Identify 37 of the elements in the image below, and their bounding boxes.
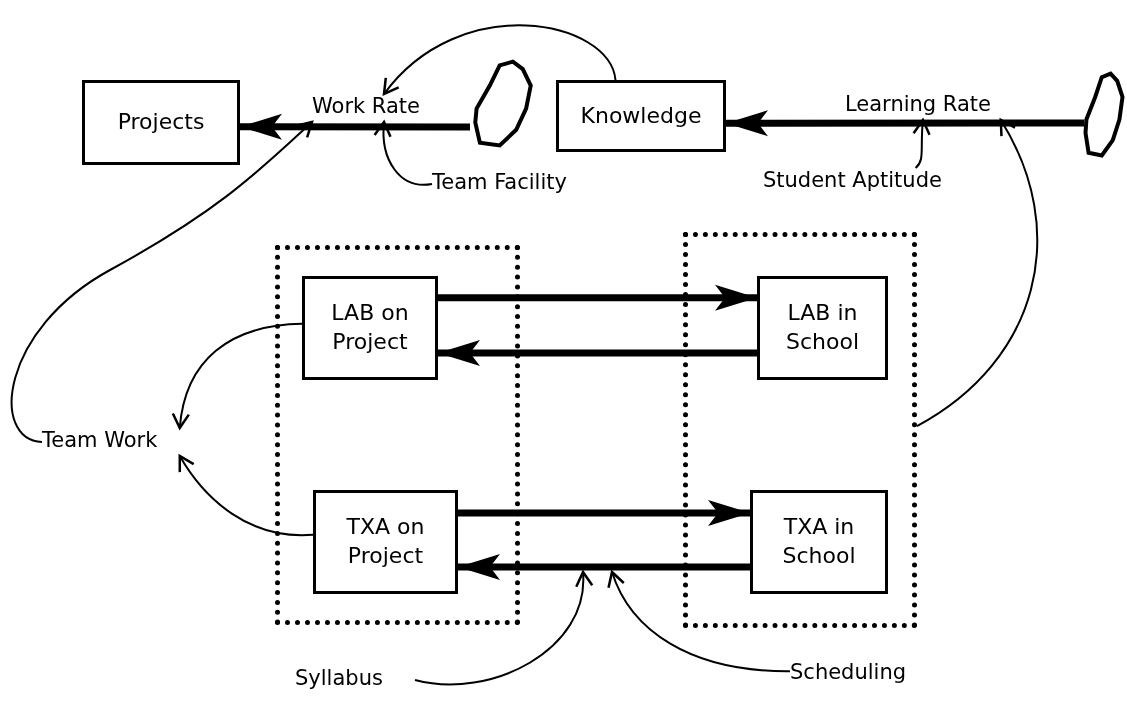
stock-box: [302, 276, 438, 380]
cloud-source: [470, 58, 536, 150]
box-label: TXA in School: [781, 513, 857, 570]
stock-box: [556, 80, 726, 152]
influence-arrow: [414, 570, 592, 686]
cloud-source: [1082, 70, 1126, 160]
flow-arrow: [726, 110, 1085, 137]
variable-label: Learning Rate: [845, 92, 1035, 120]
box-label: TXA on Project: [345, 513, 426, 570]
flow-arrow: [458, 499, 750, 526]
flow-arrow: [458, 553, 750, 580]
flow-arrow: [438, 339, 757, 366]
box-label: Projects: [117, 108, 205, 137]
influence-arrow: [11, 120, 314, 443]
influence-arrow: [916, 118, 1039, 428]
influence-arrow: [912, 118, 931, 169]
flow-arrow: [438, 284, 757, 311]
influence-arrow: [374, 120, 433, 186]
stock-box: [750, 490, 888, 594]
dotted-group-box: [275, 245, 520, 625]
influence-arrow: [608, 570, 791, 673]
stock-box: [313, 490, 458, 594]
variable-label: Team Facility: [432, 170, 592, 198]
influence-arrow: [172, 322, 303, 430]
influence-arrow: [178, 454, 314, 537]
variable-label: Syllabus: [295, 666, 415, 694]
box-label: LAB in School: [784, 299, 860, 356]
dotted-group-box: [683, 232, 917, 628]
variable-label: Work Rate: [312, 94, 472, 122]
variable-label: Team Work: [42, 428, 210, 456]
stock-box: [82, 80, 240, 165]
box-label: LAB on Project: [330, 299, 410, 356]
variable-label: Student Aptitude: [763, 168, 981, 196]
variable-label: Scheduling: [790, 660, 935, 688]
influence-arrow: [382, 24, 617, 96]
box-label: Knowledge: [580, 101, 702, 130]
stock-box: [757, 276, 888, 380]
